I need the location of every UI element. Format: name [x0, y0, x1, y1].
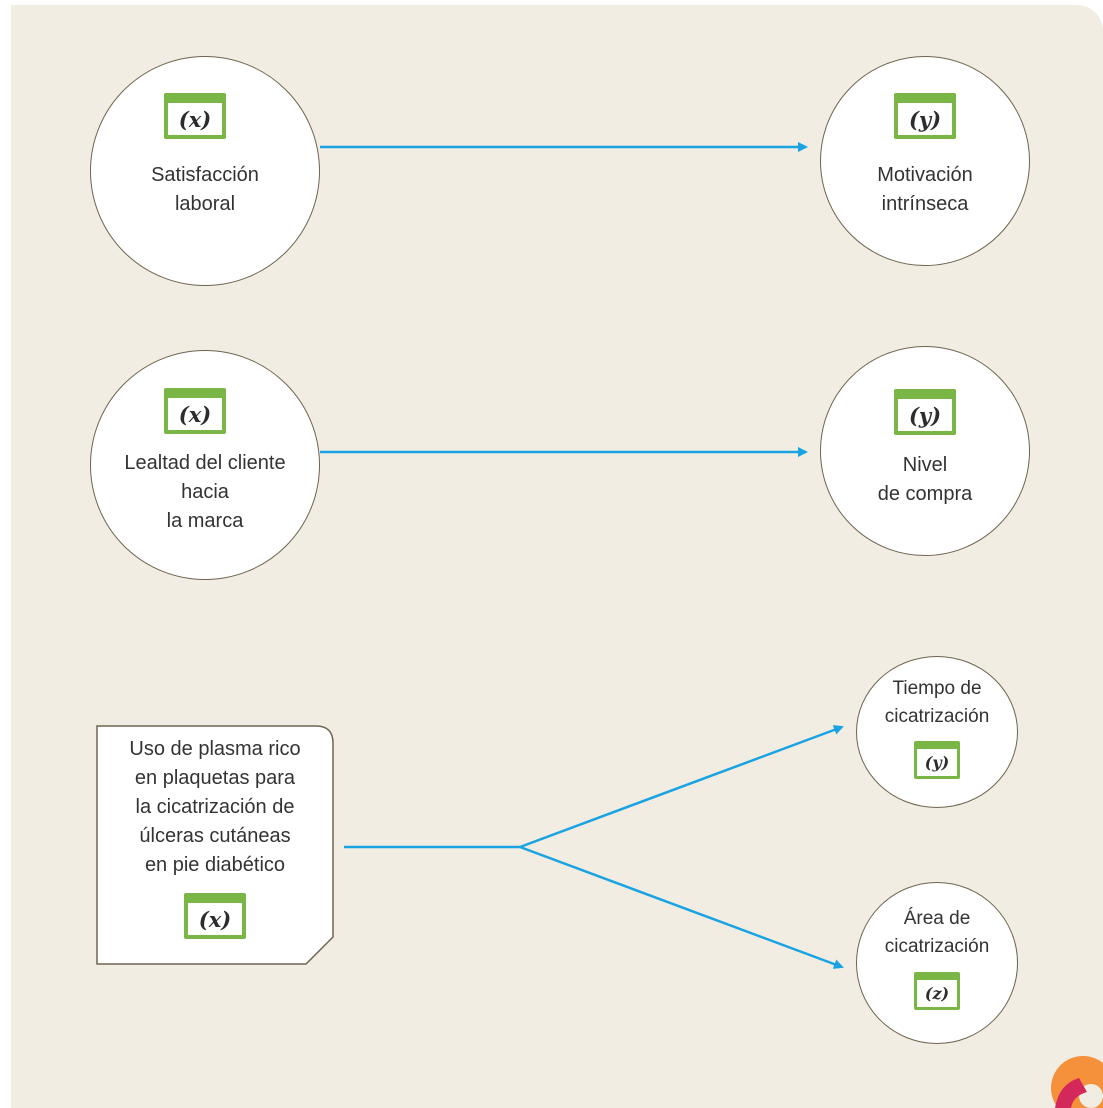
label-line: Motivación [877, 164, 973, 186]
label-line: hacia [181, 481, 229, 503]
label-line: Lealtad del cliente [124, 452, 286, 474]
label-line: Nivel [902, 454, 948, 476]
node-nivel-de-compra: (y) Nivel de compra [820, 346, 1030, 556]
label-line: Uso de plasma rico [129, 738, 301, 760]
variable-y-tag: (y) [894, 389, 956, 435]
publisher-logo-icon [1043, 1048, 1103, 1108]
label-line: Área de [903, 908, 971, 929]
node-lealtad-cliente: (x) Lealtad del cliente hacia la marca [90, 350, 320, 580]
node-label: Lealtad del cliente hacia la marca [91, 449, 319, 536]
label-line: Satisfacción [151, 164, 259, 186]
node-label: Satisfacción laboral [91, 161, 319, 219]
node-label: Motivación intrínseca [821, 161, 1029, 219]
label-line: intrínseca [881, 193, 969, 215]
label-line: úlceras cutáneas [139, 825, 291, 847]
arrow-to-area [519, 845, 844, 969]
variable-x-tag: (x) [164, 388, 226, 434]
variable-x-tag: (x) [164, 93, 226, 139]
variable-z-tag: (z) [914, 972, 960, 1010]
label-line: laboral [174, 193, 236, 215]
node-area-cicatrizacion: Área de cicatrización (z) [856, 882, 1018, 1044]
arrow-to-tiempo [519, 725, 844, 849]
node-satisfaccion-laboral: (x) Satisfacción laboral [90, 56, 320, 286]
node-label: Uso de plasma rico en plaquetas para la … [96, 735, 334, 880]
label-line: de compra [877, 483, 973, 505]
node-plasma-rico-plaquetas: Uso de plasma rico en plaquetas para la … [96, 725, 334, 965]
label-line: la cicatrización de [135, 796, 295, 818]
variable-x-tag: (x) [184, 893, 246, 939]
node-label: Nivel de compra [821, 451, 1029, 509]
node-label: Tiempo de cicatrización [857, 675, 1017, 731]
node-motivacion-intrinseca: (y) Motivación intrínseca [820, 56, 1030, 266]
label-line: Tiempo de [892, 678, 982, 699]
label-line: en pie diabético [144, 854, 286, 876]
note-shape [96, 725, 334, 965]
label-line: cicatrización [884, 936, 990, 957]
label-line: en plaquetas para [134, 767, 296, 789]
variable-y-tag: (y) [914, 741, 960, 779]
node-label: Área de cicatrización [857, 905, 1017, 961]
node-tiempo-cicatrizacion: Tiempo de cicatrización (y) [856, 656, 1018, 808]
label-line: la marca [166, 510, 244, 532]
label-line: cicatrización [884, 706, 990, 727]
variable-y-tag: (y) [894, 93, 956, 139]
